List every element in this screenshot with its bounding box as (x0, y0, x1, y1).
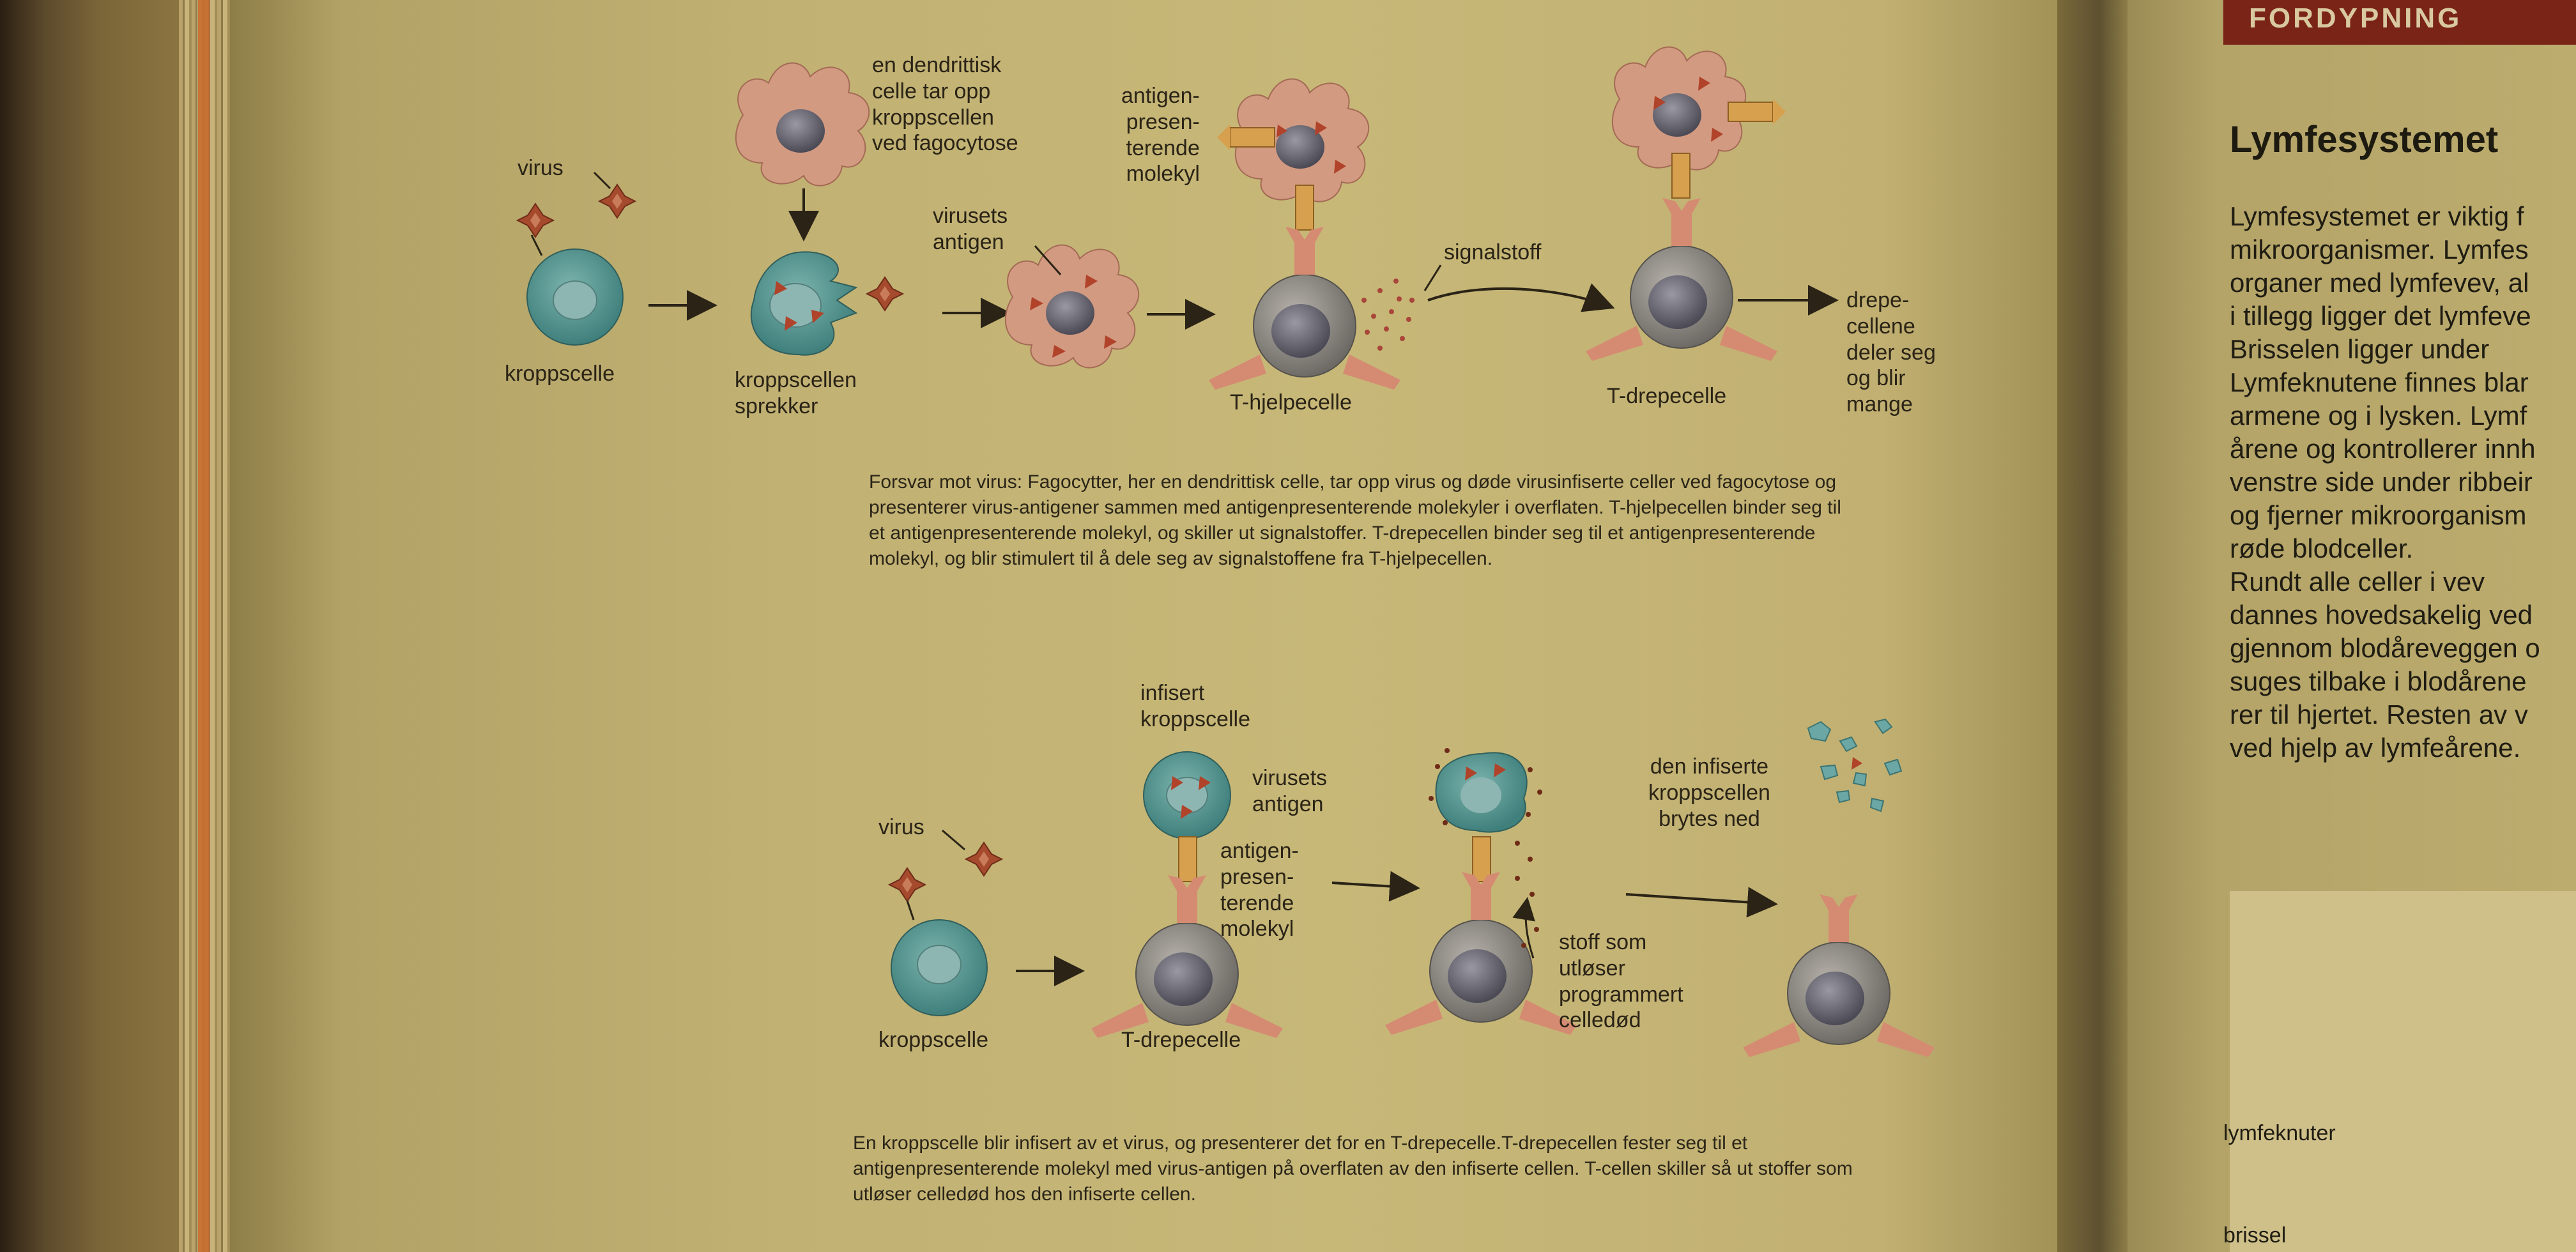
label-thymus: brissel (2223, 1223, 2287, 1248)
right-text-line: Rundt alle celler i vev (2230, 567, 2485, 597)
label-lymph-nodes: lymfeknuter (2223, 1121, 2336, 1145)
label-infected-cell-destroyed: den infiserte kroppscellen brytes ned (1648, 754, 1770, 831)
right-text-line: ved hjelp av lymfeårene. (2230, 733, 2521, 763)
book-gutter (2057, 0, 2128, 1252)
right-text-line: røde blodceller. (2230, 533, 2414, 563)
label-t-killer-cell-2: T-drepecelle (1121, 1028, 1241, 1052)
right-text-line: Lymfesystemet er viktig f (2230, 201, 2524, 231)
right-text-line: armene og i lysken. Lymf (2230, 401, 2527, 431)
label-dendritic-cell: en dendrittisk celle tar opp kroppscelle… (872, 53, 1018, 156)
label-infected-body-cell: infisert kroppscelle (1140, 681, 1250, 731)
section-header-text: FORDYPNING (2249, 3, 2462, 34)
label-killer-cells-divide: drepe- cellene deler seg og blir mange (1846, 288, 1936, 417)
caption-figure-1: Forsvar mot virus: Fagocytter, her en de… (869, 471, 1841, 569)
right-text-line: rer til hjertet. Resten av v (2230, 699, 2528, 729)
right-text-line: i tillegg ligger det lymfeve (2230, 301, 2531, 331)
label-virus-2: virus (878, 815, 924, 839)
right-text-line: og fjerner mikroorganism (2230, 500, 2527, 530)
label-cell-death-substance: stoff som utløser programmert celledød (1559, 930, 1683, 1033)
label-antigen-presenting-molecule-2: antigen- presen- terende molekyl (1220, 839, 1299, 942)
right-page: FORDYPNING Lymfesystemet Lymfesystemet e… (2128, 0, 2576, 1252)
label-kroppscelle-2: kroppscelle (878, 1028, 988, 1052)
label-signal-substance: signalstoff (1444, 240, 1542, 264)
label-antigen-presenting-molecule-1: antigen- presen- terende molekyl (1121, 84, 1200, 187)
page-edge-strip (198, 0, 210, 1252)
right-text-line: Brisselen ligger under (2230, 334, 2490, 364)
right-text-line: organer med lymfevev, al (2230, 268, 2529, 298)
label-t-helper-cell: T-hjelpecelle (1230, 390, 1352, 415)
right-text-line: Lymfeknutene finnes blar (2230, 367, 2529, 397)
label-t-killer-cell-1: T-drepecelle (1607, 384, 1727, 408)
right-text-line: årene og kontrollerer innh (2230, 434, 2536, 464)
right-text-line: gjennom blodåreveggen o (2230, 633, 2540, 663)
caption-figure-2: En kroppscelle blir infisert av et virus… (853, 1133, 1853, 1205)
right-text-line: mikroorganismer. Lymfes (2230, 234, 2529, 264)
lymph-diagram-box: lymfeknuter brissel (2223, 891, 2576, 1252)
right-page-title: Lymfesystemet (2230, 119, 2499, 160)
label-cell-bursts: kroppscellen sprekker (735, 368, 857, 418)
label-virus-antigen-2: virusets antigen (1252, 766, 1328, 816)
label-virus-antigen-1: virusets antigen (933, 204, 1008, 254)
right-text-line: dannes hovedsakelig ved (2230, 600, 2533, 630)
section-header-bar: FORDYPNING (2223, 0, 2576, 45)
book-left-edge (0, 0, 179, 1252)
label-virus-1: virus (518, 156, 564, 180)
right-text-line: venstre side under ribbeir (2230, 467, 2533, 497)
right-text-line: suges tilbake i blodårene (2230, 666, 2527, 696)
label-kroppscelle-1: kroppscelle (505, 362, 615, 386)
